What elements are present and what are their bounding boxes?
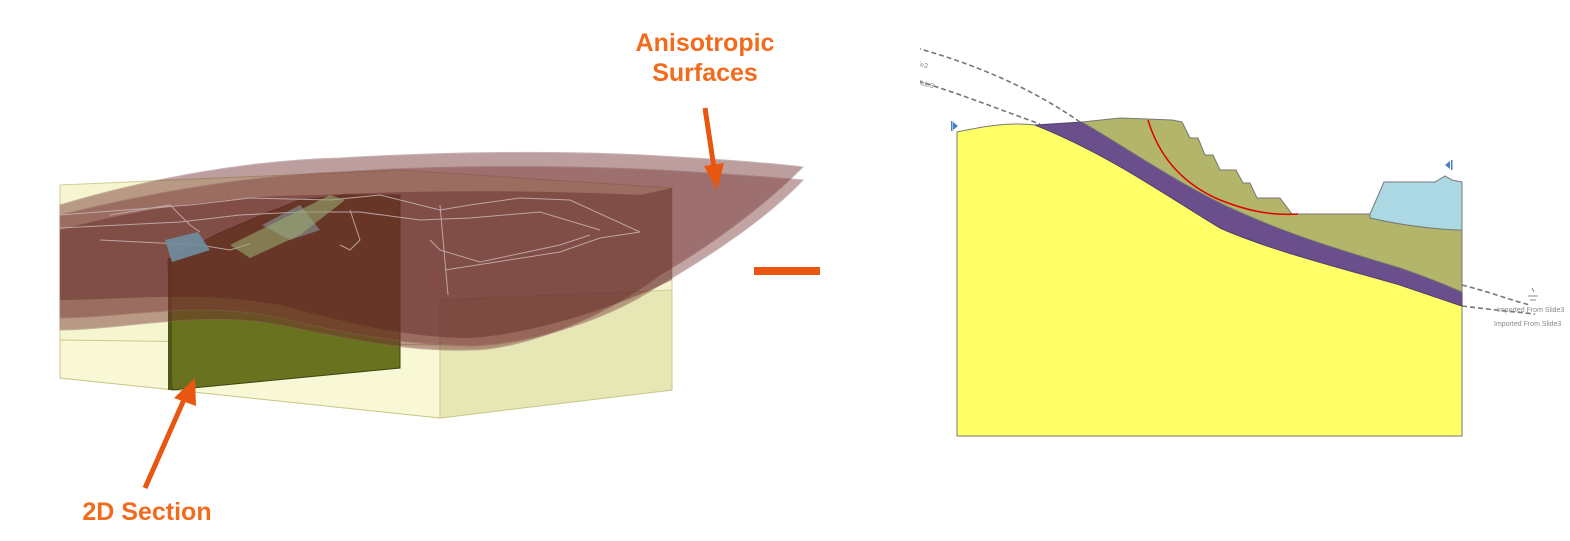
boundary-markers	[951, 121, 1453, 170]
callout-line-1: Anisotropic	[635, 29, 775, 57]
imported-label-left-2: Imported From Slide3	[920, 67, 935, 90]
2d-section-view: Imported From Slide3 Imported From Slide…	[920, 47, 1564, 437]
imported-surface-lines	[920, 48, 1536, 315]
3d-model-view	[59, 107, 820, 490]
imported-label-right-1: Imported From Slide3	[1497, 307, 1564, 314]
embankment-fill	[1080, 117, 1463, 293]
arrow-to-section	[142, 378, 196, 490]
arrow-right-transfer	[754, 267, 820, 275]
2d-section-callout: 2D Section	[82, 498, 212, 526]
slip-surface	[1147, 119, 1299, 216]
water-table-symbols	[1528, 287, 1538, 301]
water-body	[1369, 175, 1463, 231]
section-plane	[167, 194, 401, 391]
anisotropic-surfaces-callout: Anisotropic Surfaces	[600, 28, 810, 88]
anisotropic-surfaces	[59, 151, 805, 351]
arrow-to-surfaces	[702, 107, 724, 190]
callout-line-2: Surfaces	[652, 59, 758, 87]
imported-label-right-2: Imported From Slide3	[1494, 321, 1561, 328]
